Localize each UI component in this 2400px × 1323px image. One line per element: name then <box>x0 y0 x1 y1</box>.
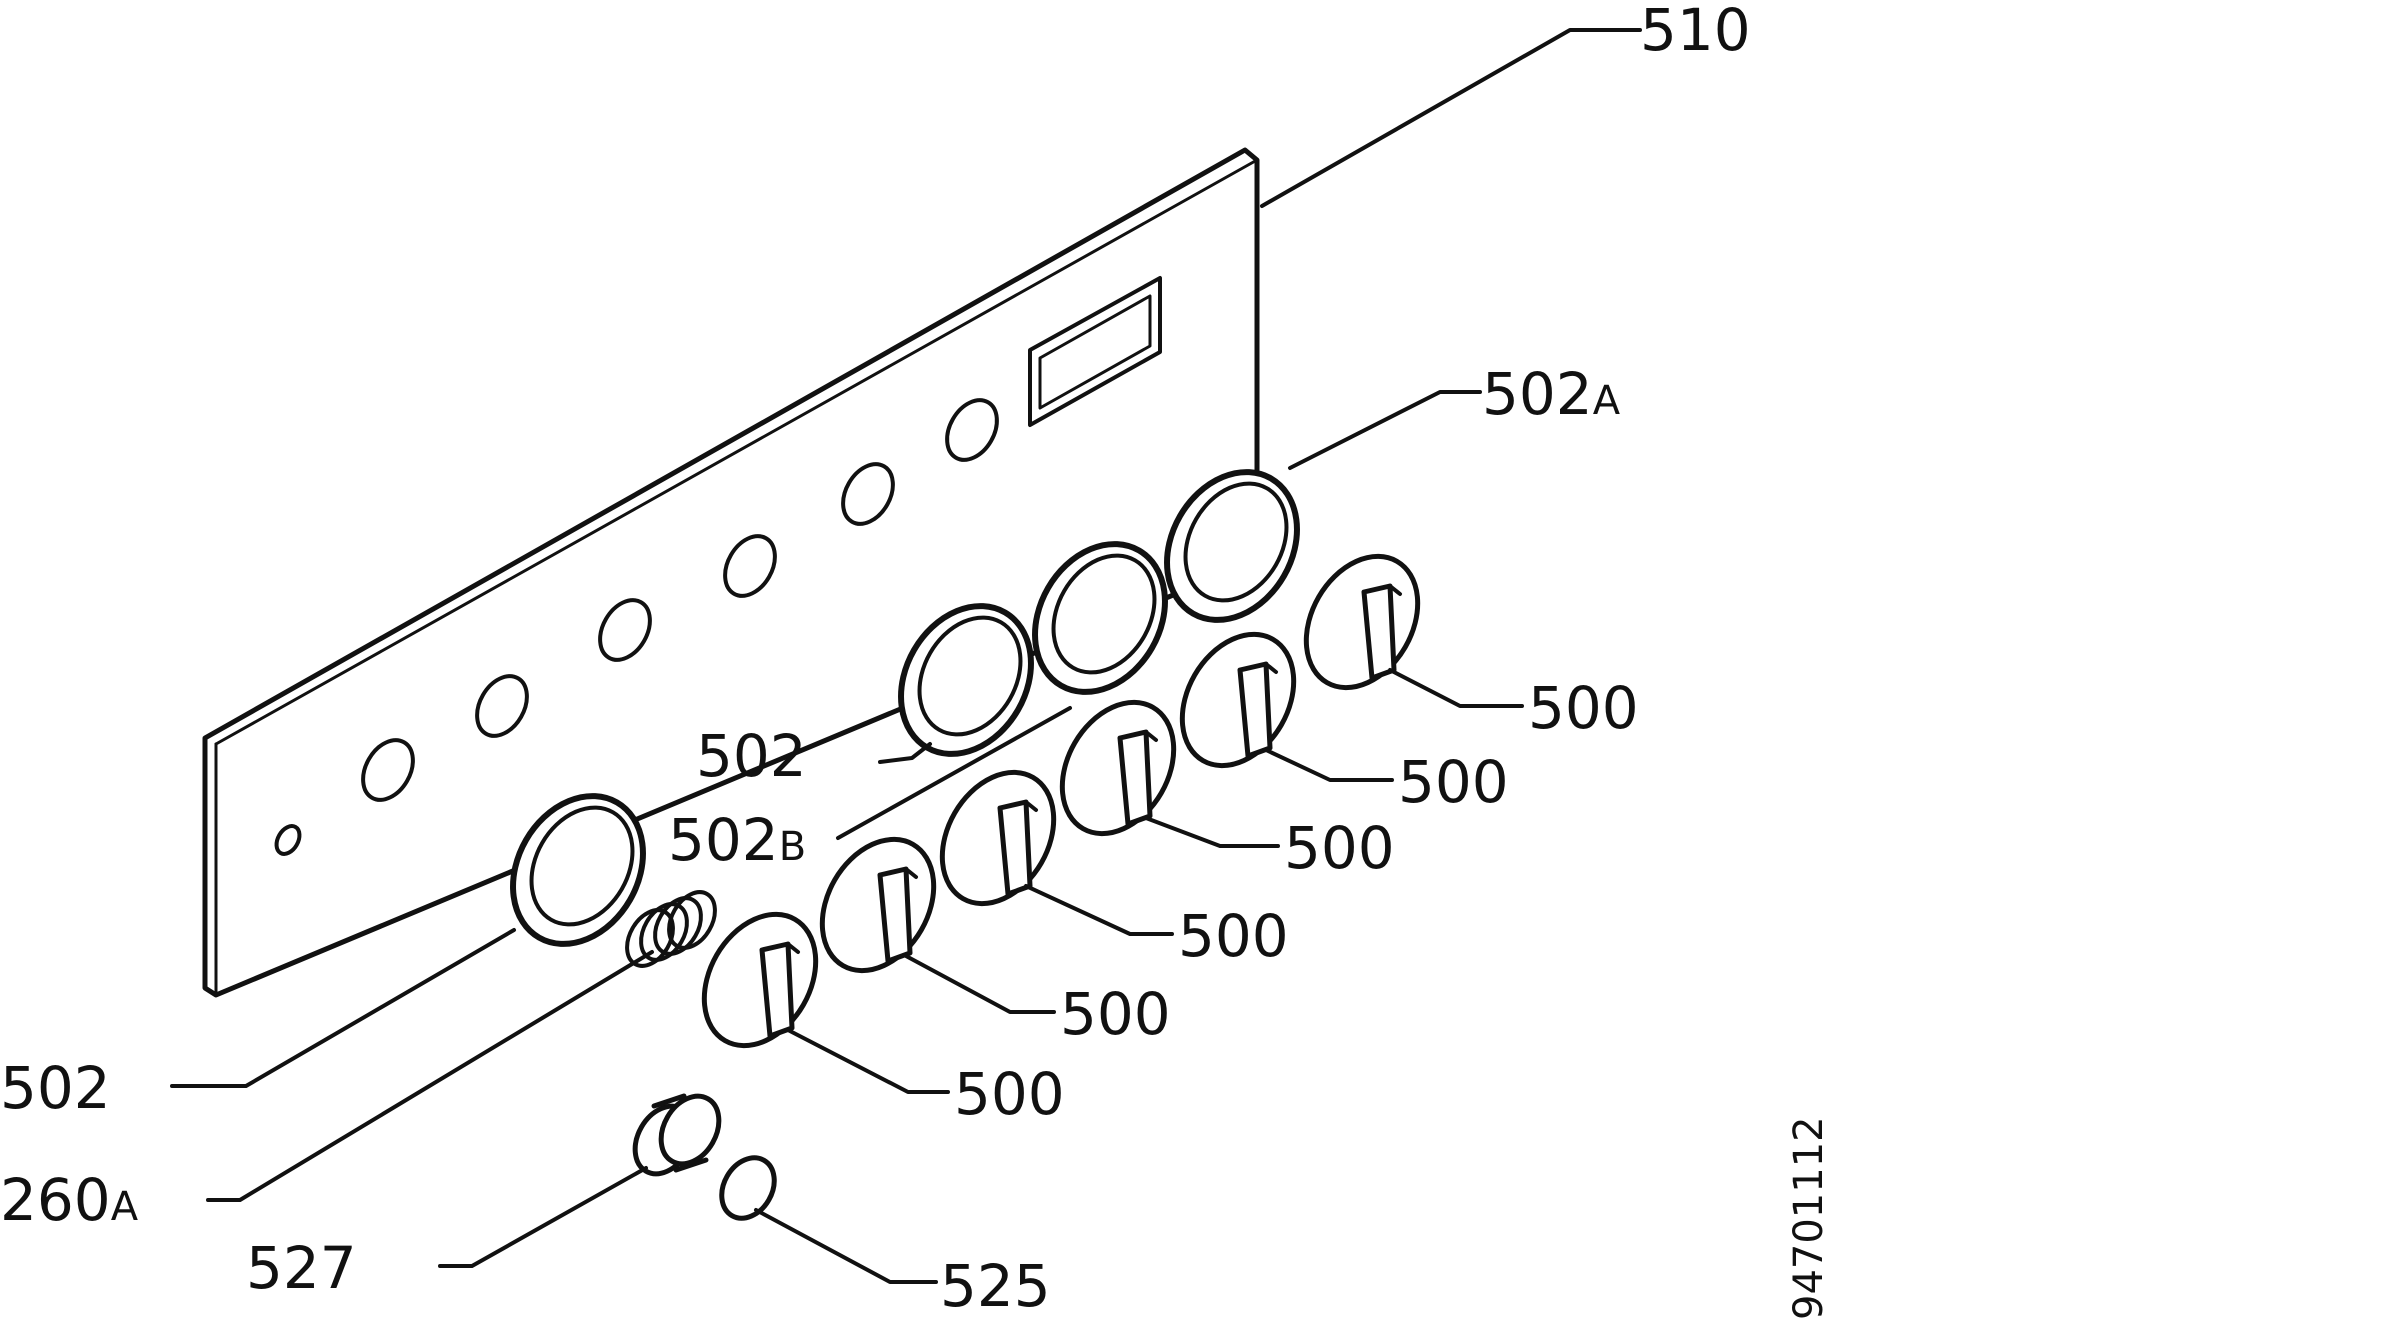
label-527: 527 <box>246 1234 357 1302</box>
drawing-code: 94701112 <box>1786 1116 1832 1320</box>
bezel-ring-1 <box>898 603 1034 757</box>
label-500-4: 500 <box>1284 814 1395 882</box>
bezel-ring-2 <box>1032 541 1168 695</box>
label-525: 525 <box>940 1252 1051 1320</box>
bezel-ring-left <box>510 793 646 947</box>
label-500-6: 500 <box>1528 674 1639 742</box>
push-button <box>632 1093 722 1177</box>
label-500-1: 500 <box>954 1060 1065 1128</box>
leader-lines <box>170 28 1642 1284</box>
label-502b: 502B <box>668 806 806 874</box>
label-502a: 502A <box>1482 360 1621 428</box>
label-500-3: 500 <box>1178 902 1289 970</box>
label-260a: 260A <box>0 1166 139 1234</box>
knob-2 <box>819 836 937 974</box>
knob-4 <box>1059 699 1177 837</box>
label-500-5: 500 <box>1398 748 1509 816</box>
bezel-ring-3 <box>1164 469 1300 623</box>
label-502-middle: 502 <box>696 722 807 790</box>
knob-6 <box>1303 553 1421 691</box>
label-510: 510 <box>1640 0 1751 64</box>
part-labels: 510 502A 502 502B 502 260A 527 525 500 5… <box>0 0 1832 1320</box>
knob-1 <box>701 911 819 1049</box>
bezel-rings <box>510 469 1300 947</box>
knob-3 <box>939 769 1057 907</box>
label-502-left: 502 <box>0 1054 111 1122</box>
knob-5 <box>1179 631 1297 769</box>
button-cap <box>719 1155 777 1221</box>
control-knobs <box>701 553 1421 1049</box>
label-500-2: 500 <box>1060 980 1171 1048</box>
